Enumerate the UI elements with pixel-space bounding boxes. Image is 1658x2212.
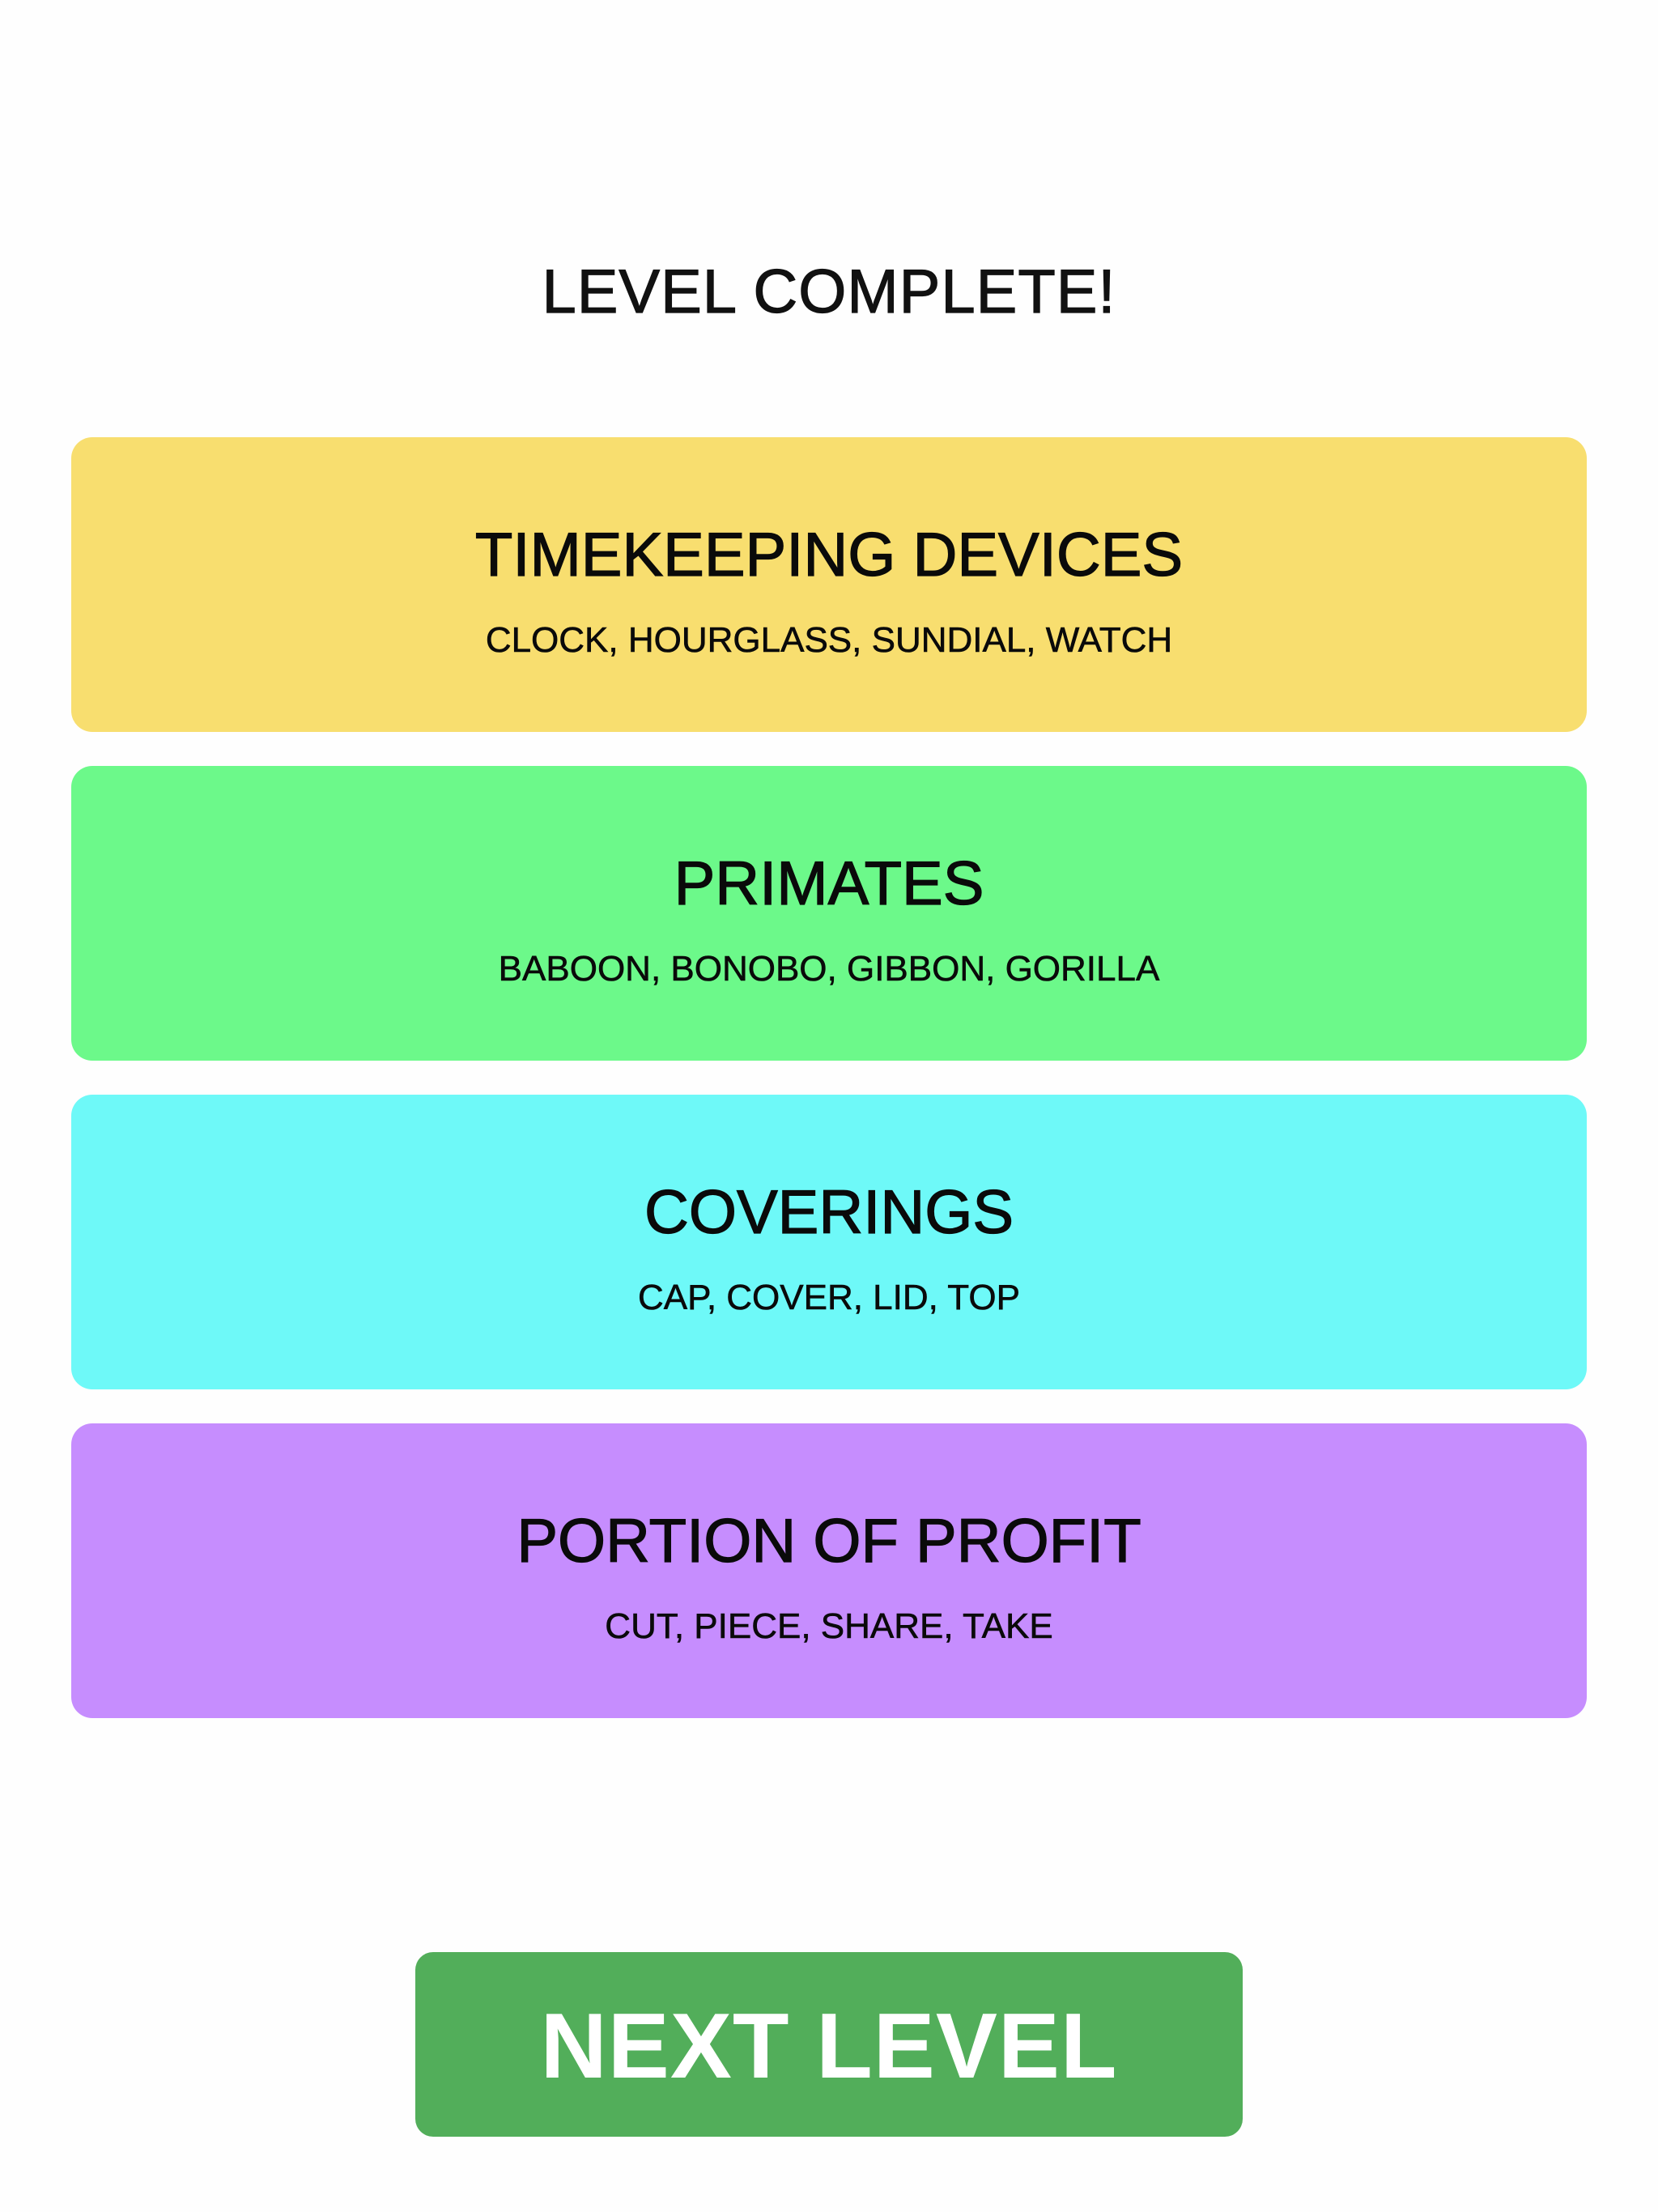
solved-group-primates: PRIMATES BABOON, BONOBO, GIBBON, GORILLA <box>71 766 1587 1061</box>
next-level-label: NEXT LEVEL <box>540 1995 1118 2098</box>
solved-group-portion-of-profit: PORTION OF PROFIT CUT, PIECE, SHARE, TAK… <box>71 1423 1587 1718</box>
group-category: PRIMATES <box>674 849 984 918</box>
next-level-button[interactable]: NEXT LEVEL <box>415 1952 1243 2137</box>
level-complete-title: LEVEL COMPLETE! <box>542 257 1116 326</box>
group-members: BABOON, BONOBO, GIBBON, GORILLA <box>498 949 1160 989</box>
solved-group-timekeeping-devices: TIMEKEEPING DEVICES CLOCK, HOURGLASS, SU… <box>71 437 1587 732</box>
group-members: CAP, COVER, LID, TOP <box>638 1278 1021 1317</box>
group-category: COVERINGS <box>644 1178 1014 1247</box>
group-members: CLOCK, HOURGLASS, SUNDIAL, WATCH <box>485 620 1173 660</box>
group-members: CUT, PIECE, SHARE, TAKE <box>605 1606 1053 1646</box>
solved-group-coverings: COVERINGS CAP, COVER, LID, TOP <box>71 1095 1587 1389</box>
group-category: TIMEKEEPING DEVICES <box>474 521 1184 589</box>
group-category: PORTION OF PROFIT <box>517 1507 1142 1576</box>
